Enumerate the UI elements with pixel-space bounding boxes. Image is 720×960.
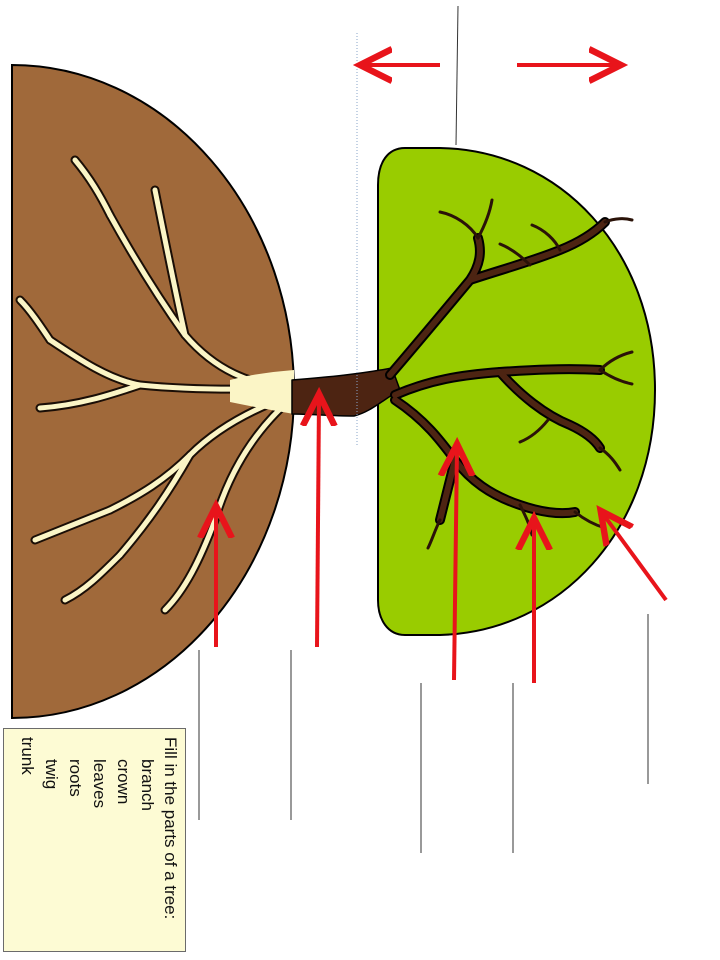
word-twig: twig [42, 759, 61, 790]
arrow-trunk [317, 398, 319, 648]
word-leaves: leaves [90, 759, 109, 809]
word-bank-content: Fill in the parts of a tree: branch crow… [4, 729, 187, 953]
word-branch: branch [138, 759, 157, 811]
roots [15, 155, 297, 615]
instruction-text: Fill in the parts of a tree: [161, 737, 180, 920]
label-line-top [455, 5, 459, 146]
arrow-branch [454, 448, 457, 681]
word-trunk: trunk [18, 737, 37, 775]
word-roots: roots [66, 759, 85, 797]
word-bank-box: Fill in the parts of a tree: branch crow… [3, 728, 186, 952]
arrow-leaves [603, 514, 668, 602]
answer-lines [198, 614, 649, 853]
word-crown: crown [114, 759, 133, 805]
word-bank-list: branch crown leaves roots twig trunk [15, 737, 159, 945]
label-arrows [216, 65, 668, 683]
